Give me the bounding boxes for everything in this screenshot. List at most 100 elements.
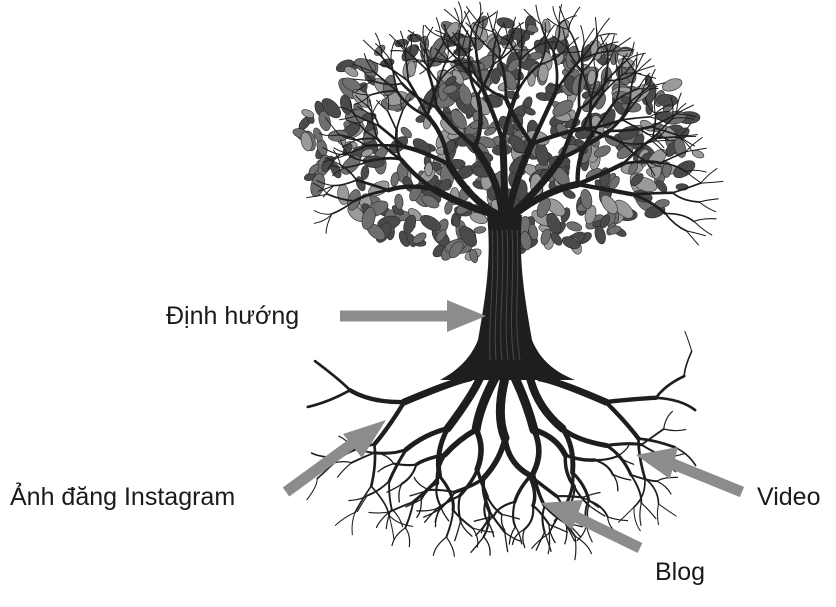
root	[388, 480, 393, 510]
branch	[457, 1, 463, 25]
root	[607, 516, 629, 522]
branch	[685, 136, 703, 153]
branch	[352, 112, 362, 127]
root	[684, 330, 693, 352]
branch	[323, 153, 342, 163]
branch	[659, 150, 687, 164]
branch	[671, 117, 694, 120]
branch	[700, 167, 718, 184]
branch	[363, 53, 375, 73]
leaf	[451, 213, 461, 228]
branch	[621, 55, 625, 76]
branch	[607, 34, 615, 54]
branch	[427, 58, 450, 62]
leaf	[412, 232, 427, 244]
root	[404, 527, 411, 548]
leaf	[445, 75, 457, 86]
root	[470, 536, 485, 553]
arrow-root-bottom	[569, 510, 643, 553]
branch	[395, 109, 404, 131]
leaf	[318, 110, 331, 131]
branch	[403, 50, 410, 83]
branch	[535, 4, 542, 26]
branch	[396, 39, 410, 54]
branch	[400, 81, 439, 109]
branch	[651, 140, 668, 156]
root	[400, 463, 418, 485]
leaf	[424, 162, 433, 177]
root	[644, 477, 660, 505]
root	[603, 399, 641, 441]
leaf	[435, 229, 447, 242]
branch	[346, 152, 370, 163]
branch	[621, 118, 649, 135]
leaf	[594, 145, 611, 158]
branch	[493, 28, 508, 41]
root	[654, 396, 697, 412]
root	[435, 482, 442, 508]
label-root-bottom: Blog	[655, 558, 706, 586]
root	[445, 509, 455, 538]
root	[593, 458, 614, 476]
root	[438, 490, 457, 511]
leaf	[525, 24, 539, 33]
branch	[653, 93, 657, 114]
bark-line	[516, 229, 521, 361]
branch	[597, 41, 619, 50]
branch	[472, 93, 483, 150]
branch	[580, 24, 585, 45]
leaf	[655, 179, 668, 193]
branch	[651, 112, 657, 140]
branch	[685, 170, 702, 184]
leaf	[340, 94, 353, 115]
leaf	[484, 127, 497, 136]
branch	[381, 56, 403, 85]
arrow-trunk-head	[447, 300, 486, 332]
branch	[651, 136, 680, 140]
branch	[635, 51, 638, 74]
branch	[566, 47, 584, 73]
branch	[355, 95, 369, 107]
root	[306, 388, 352, 409]
tree-roots	[306, 330, 697, 561]
root	[522, 528, 526, 549]
branch	[324, 157, 341, 166]
branch	[580, 43, 585, 73]
root	[369, 442, 377, 488]
root	[500, 513, 506, 532]
arrow-root-bottom-head	[541, 500, 583, 530]
branch	[349, 99, 357, 117]
root	[683, 350, 693, 377]
root	[403, 426, 451, 452]
branch	[562, 36, 579, 53]
branch	[351, 78, 374, 82]
branch	[435, 17, 443, 38]
branch	[685, 230, 707, 237]
branch	[486, 12, 494, 33]
root	[452, 509, 474, 530]
bark-line	[489, 229, 494, 361]
branch	[677, 135, 697, 138]
branch	[390, 39, 396, 62]
leaf	[600, 194, 618, 215]
branch	[473, 23, 494, 33]
branch	[356, 106, 373, 117]
root	[387, 501, 415, 514]
branch	[371, 79, 403, 86]
branch	[457, 59, 486, 93]
branch	[613, 87, 640, 103]
branch	[306, 193, 329, 199]
branch	[441, 32, 458, 46]
branch	[582, 73, 592, 100]
branch	[629, 85, 651, 103]
root	[351, 511, 356, 536]
branch	[581, 48, 599, 73]
root	[405, 498, 422, 508]
branch	[463, 10, 473, 32]
root	[392, 462, 418, 467]
leaf	[471, 21, 489, 42]
leaf	[403, 214, 417, 235]
branch	[562, 50, 582, 53]
root	[370, 485, 390, 516]
root	[504, 531, 522, 542]
